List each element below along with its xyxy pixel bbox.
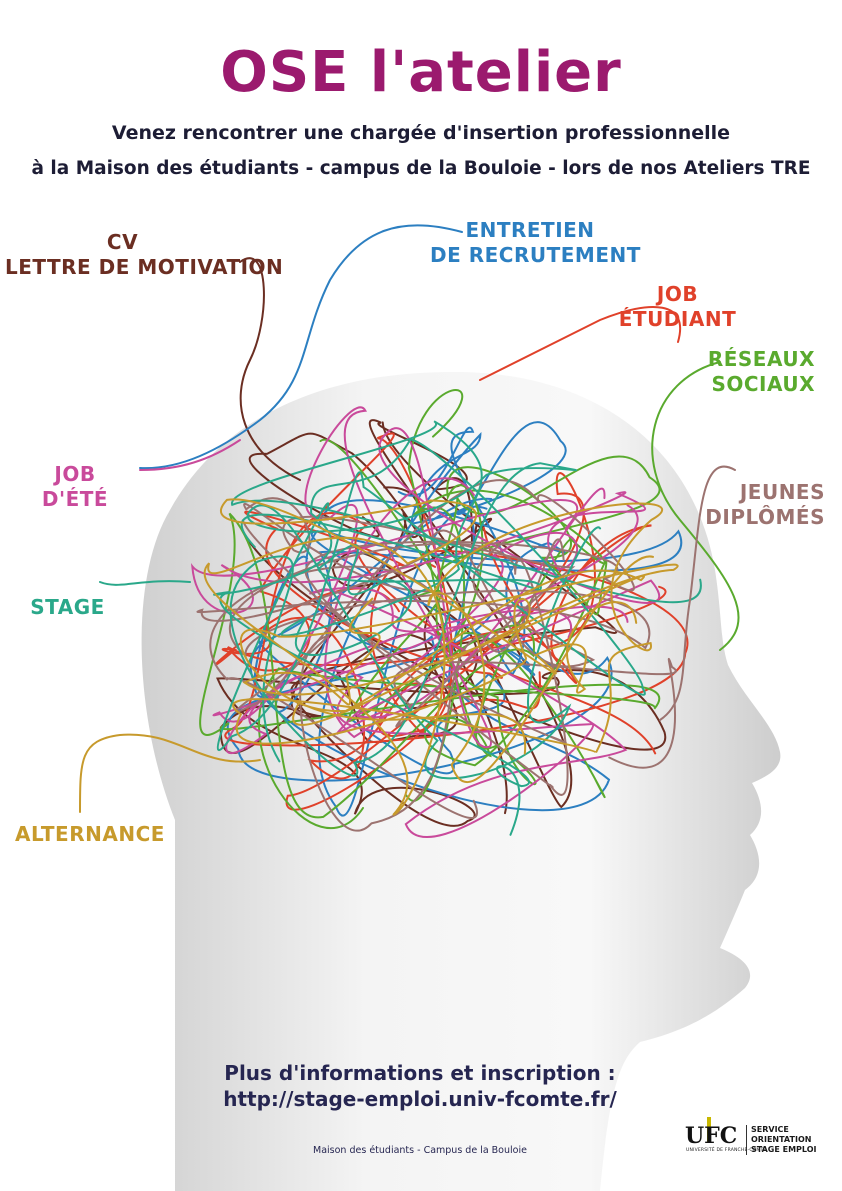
topic-alternance-line1: ALTERNANCE [15,822,165,846]
thread-0-2 [216,421,667,827]
logo-line-2: ORIENTATION [751,1135,812,1144]
connector-0 [239,257,301,481]
thread-5-2 [209,497,677,819]
topic-jeunes-line2: DIPLÔMÉS [705,505,825,529]
topic-entretien-line2: DE RECRUTEMENT [430,243,641,267]
info-block: Plus d'informations et inscription : htt… [170,1060,670,1112]
topic-cv-lettre: CV LETTRE DE MOTIVATION [5,230,284,280]
logo-mark: UFC [685,1123,737,1149]
subtitle-line-2: à la Maison des étudiants - campus de la… [31,158,811,179]
ufc-logo: UFC [685,1117,737,1149]
topic-cv-line1: CV [106,230,139,254]
connector-2 [479,306,681,381]
topic-job-etudiant-line1: JOB [656,282,699,306]
topic-reseaux-line1: RÉSEAUX [707,347,815,371]
thread-7-0 [203,498,638,816]
logo-line-3: STAGE EMPLOI [751,1145,817,1154]
tangled-threads [191,389,702,838]
thread-3-0 [407,389,608,799]
topic-reseaux-sociaux: RÉSEAUX SOCIAUX [690,347,815,397]
topic-entretien-line1: ENTRETIEN [465,218,595,242]
connector-5 [659,465,736,721]
thread-7-2 [232,502,663,784]
topic-job-etudiant-line2: ÉTUDIANT [618,307,737,331]
topic-jeunes-line1: JEUNES [739,480,825,504]
logo-service-text: SERVICE ORIENTATION STAGE EMPLOI [746,1125,816,1155]
info-text: Plus d'informations et inscription : [224,1061,616,1085]
connector-6 [99,580,191,586]
connector-1 [139,224,463,470]
logo-bar [707,1117,711,1143]
topic-stage-line1: STAGE [30,595,105,619]
subtitle-line-1: Venez rencontrer une chargée d'insertion… [111,122,731,144]
thread-7-1 [239,563,679,755]
footer-location: Maison des étudiants - Campus de la Boul… [313,1145,527,1156]
topic-job-etudiant: JOB ÉTUDIANT [615,282,740,332]
topic-jeunes-diplomes: JEUNES DIPLÔMÉS [680,480,825,530]
topic-alternance: ALTERNANCE [15,822,165,847]
thread-0-0 [248,419,573,815]
topic-job-ete-line2: D'ÉTÉ [41,487,109,511]
thread-6-2 [229,462,602,780]
topic-cv-line2: LETTRE DE MOTIVATION [5,255,284,279]
poster-title: OSE l'atelier [220,40,622,105]
topic-entretien: ENTRETIEN DE RECRUTEMENT [430,218,641,268]
topic-reseaux-line2: SOCIAUX [711,372,815,396]
logo-university: UNIVERSITÉ DE FRANCHE-COMTÉ [686,1148,767,1153]
info-link[interactable]: http://stage-emploi.univ-fcomte.fr/ [223,1087,617,1111]
thread-4-1 [191,477,647,739]
topic-job-ete: JOB D'ÉTÉ [25,462,125,512]
thread-4-0 [212,406,661,748]
topic-job-ete-line1: JOB [54,462,96,486]
connector-3 [651,361,740,651]
logo-line-1: SERVICE [751,1125,789,1134]
connector-7 [79,733,261,813]
connector-4 [139,439,241,471]
topic-stage: STAGE [20,595,115,620]
topic-connectors [79,224,740,813]
